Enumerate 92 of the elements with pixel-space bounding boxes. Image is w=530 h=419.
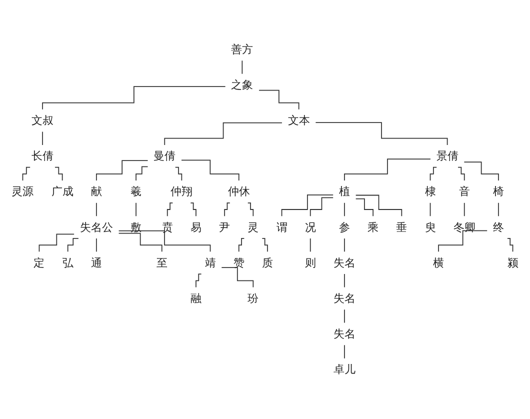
connector xyxy=(96,160,148,181)
node-text: 失名 xyxy=(333,327,356,340)
node-text: 椅 xyxy=(492,184,504,198)
connector xyxy=(464,162,499,181)
node-text: 况 xyxy=(304,220,316,234)
node-text: 终 xyxy=(492,220,504,234)
node-text: 定 xyxy=(34,256,45,270)
connector xyxy=(42,86,226,110)
node-text: 文本 xyxy=(288,114,310,128)
node-text: 失名 xyxy=(333,256,356,270)
node-text: 玢 xyxy=(248,292,259,305)
node-text: 失名公 xyxy=(80,220,113,234)
node-text: 植 xyxy=(338,184,350,198)
node-text: 垂 xyxy=(396,220,408,234)
node-text: 善方 xyxy=(231,42,254,56)
node-text: 尹 xyxy=(219,220,230,234)
connector xyxy=(166,202,174,217)
connector xyxy=(310,197,334,217)
connector xyxy=(458,166,465,181)
connector xyxy=(258,90,300,110)
connector xyxy=(164,122,282,146)
node-text: 颍 xyxy=(507,256,518,270)
node-text: 仲休 xyxy=(228,184,250,198)
node-text: 之象 xyxy=(231,78,254,92)
connector xyxy=(22,166,31,181)
node-text: 贲 xyxy=(162,220,173,234)
node-text: 卓儿 xyxy=(333,362,356,376)
connector xyxy=(190,202,196,217)
connector xyxy=(42,131,43,146)
connector xyxy=(54,166,63,181)
node-text: 赞 xyxy=(233,256,244,270)
node-text: 曼倩 xyxy=(154,149,176,163)
connector xyxy=(498,202,499,217)
node-text: 仲翔 xyxy=(170,184,193,198)
connector xyxy=(136,166,148,181)
connector xyxy=(96,202,97,217)
node-text: 易 xyxy=(190,220,202,234)
node-text: 广成 xyxy=(51,184,74,198)
node-text: 乘 xyxy=(368,220,379,234)
node-text: 音 xyxy=(458,184,470,198)
connector xyxy=(224,202,230,217)
node-text: 冬卿 xyxy=(453,220,476,234)
connector xyxy=(221,267,254,288)
connector xyxy=(355,198,374,217)
connector xyxy=(238,238,245,252)
node-text: 通 xyxy=(90,256,102,270)
connector xyxy=(507,238,514,252)
node-text: 弘 xyxy=(62,256,74,270)
connector xyxy=(315,122,448,146)
node-text: 景倩 xyxy=(436,149,458,163)
connector xyxy=(118,232,162,252)
connector xyxy=(355,194,402,217)
connector xyxy=(281,194,334,217)
node-text: 羲 xyxy=(130,184,142,198)
connector xyxy=(196,274,202,288)
connector xyxy=(96,238,97,252)
node-text: 敷 xyxy=(130,220,142,234)
connector xyxy=(118,230,211,252)
connector xyxy=(181,160,240,181)
connector xyxy=(242,60,243,74)
node-text: 灵 xyxy=(248,220,259,234)
node-text: 参 xyxy=(338,220,350,234)
connector xyxy=(344,158,431,181)
connector xyxy=(262,238,268,252)
connector xyxy=(344,344,345,359)
connector xyxy=(438,230,488,252)
node-text: 靖 xyxy=(204,256,216,270)
connector xyxy=(344,202,345,217)
connector xyxy=(464,202,465,217)
node-text: 融 xyxy=(190,292,202,305)
node-text: 质 xyxy=(262,256,273,270)
node-text: 横 xyxy=(433,256,444,270)
node-text: 谓 xyxy=(276,220,288,234)
connector xyxy=(67,238,79,252)
node-text: 失名 xyxy=(333,292,356,305)
node-text: 臾 xyxy=(424,220,436,234)
node-text: 至 xyxy=(156,256,168,270)
connector xyxy=(344,238,345,252)
connector xyxy=(344,274,345,288)
node-text: 则 xyxy=(304,256,316,270)
connector xyxy=(430,202,431,217)
connector xyxy=(344,309,345,324)
connector xyxy=(38,234,74,252)
connector xyxy=(430,166,438,181)
node-text: 长倩 xyxy=(32,149,54,163)
node-text: 灵源 xyxy=(12,184,34,198)
node-text: 文叔 xyxy=(32,114,54,128)
node-text: 献 xyxy=(90,184,102,198)
connector xyxy=(174,166,182,181)
connector xyxy=(247,202,254,217)
node-text: 棣 xyxy=(424,184,436,198)
connector xyxy=(310,238,311,252)
